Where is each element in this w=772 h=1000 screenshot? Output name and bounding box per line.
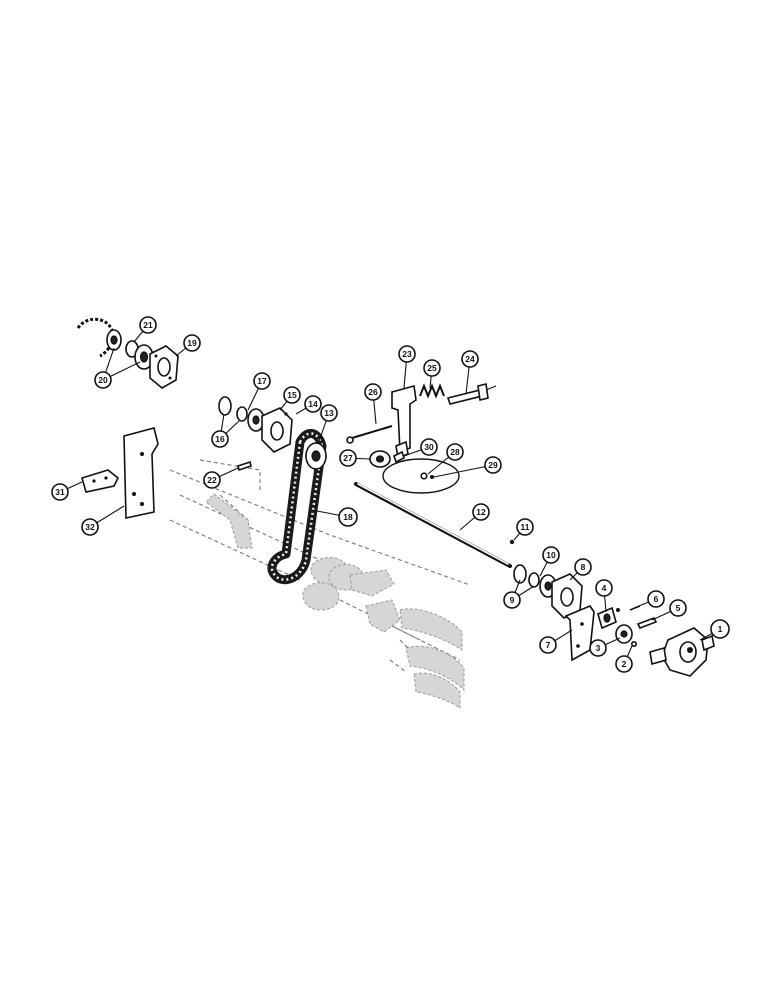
- pin-22: [237, 460, 252, 472]
- svg-text:4: 4: [602, 583, 607, 593]
- detail-circle: [382, 458, 460, 494]
- svg-text:8: 8: [581, 562, 586, 572]
- callout-19: 19: [183, 334, 201, 352]
- callout-5: 5: [669, 599, 687, 617]
- svg-text:6: 6: [654, 594, 659, 604]
- washer-30: [393, 450, 405, 464]
- svg-text:28: 28: [450, 447, 460, 457]
- callout-29: 29: [484, 456, 502, 474]
- callout-11: 11: [516, 518, 534, 536]
- callout-27: 27: [339, 449, 357, 467]
- callout-2: 2: [615, 655, 633, 673]
- svg-text:25: 25: [427, 363, 437, 373]
- svg-text:29: 29: [488, 460, 498, 470]
- svg-text:23: 23: [402, 349, 412, 359]
- bolt-24: [446, 389, 484, 405]
- svg-text:3: 3: [596, 643, 601, 653]
- cotter-pin-26: [351, 425, 393, 439]
- svg-text:5: 5: [676, 603, 681, 613]
- svg-text:32: 32: [85, 522, 95, 532]
- key-5: [636, 616, 658, 630]
- callout-12: 12: [472, 503, 490, 521]
- svg-text:31: 31: [55, 487, 65, 497]
- callout-4: 4: [595, 579, 613, 597]
- svg-text:30: 30: [424, 442, 434, 452]
- callout-10: 10: [542, 546, 560, 564]
- side-shield: [123, 427, 159, 519]
- compression-spring: [419, 383, 445, 399]
- callout-1: 1: [710, 619, 730, 639]
- svg-text:12: 12: [476, 507, 486, 517]
- svg-text:21: 21: [143, 320, 153, 330]
- callout-21: 21: [139, 316, 157, 334]
- callout-22: 22: [203, 471, 221, 489]
- chain-and-bearing-group: [76, 317, 179, 389]
- phantom-machine-frame: [169, 459, 471, 709]
- svg-text:7: 7: [546, 640, 551, 650]
- svg-text:9: 9: [510, 595, 515, 605]
- bracket-31: [81, 469, 120, 493]
- callout-23: 23: [398, 345, 416, 363]
- drive-belt-assembly: [267, 429, 327, 585]
- callout-28: 28: [446, 443, 464, 461]
- main-shaft: [354, 482, 515, 568]
- callout-6: 6: [647, 590, 665, 608]
- svg-text:16: 16: [215, 434, 225, 444]
- callout-17: 17: [253, 372, 271, 390]
- callout-32: 32: [81, 518, 99, 536]
- svg-text:2: 2: [622, 659, 627, 669]
- callout-20: 20: [94, 371, 112, 389]
- svg-text:13: 13: [324, 408, 334, 418]
- callout-24: 24: [461, 350, 479, 368]
- side-shield-group: [81, 427, 252, 519]
- svg-text:10: 10: [546, 550, 556, 560]
- idler-bearing-group: [218, 396, 293, 453]
- callout-15: 15: [283, 386, 301, 404]
- callout-9: 9: [503, 591, 521, 609]
- svg-text:11: 11: [521, 522, 530, 532]
- callout-26: 26: [364, 383, 382, 401]
- callout-14: 14: [304, 395, 322, 413]
- callout-16: 16: [211, 430, 229, 448]
- svg-text:15: 15: [287, 390, 297, 400]
- svg-text:18: 18: [343, 512, 353, 522]
- svg-text:14: 14: [308, 399, 318, 409]
- svg-text:26: 26: [368, 387, 378, 397]
- callout-18: 18: [338, 507, 358, 527]
- callout-31: 31: [51, 483, 69, 501]
- callout-13: 13: [320, 404, 338, 422]
- callout-8: 8: [574, 558, 592, 576]
- svg-text:24: 24: [465, 354, 475, 364]
- callout-25: 25: [423, 359, 441, 377]
- shaft-bearing-group: [513, 564, 595, 662]
- svg-text:20: 20: [98, 375, 108, 385]
- gearbox-group: [597, 605, 715, 677]
- svg-text:19: 19: [187, 338, 197, 348]
- callout-7: 7: [539, 636, 557, 654]
- callout-30: 30: [420, 438, 438, 456]
- svg-text:17: 17: [257, 376, 267, 386]
- svg-text:22: 22: [207, 475, 217, 485]
- mounting-bracket-7: [564, 605, 595, 662]
- callout-3: 3: [589, 639, 607, 657]
- tension-arm-group: [346, 383, 497, 494]
- svg-text:27: 27: [343, 453, 353, 463]
- tension-arm: [391, 384, 417, 454]
- svg-text:1: 1: [718, 624, 723, 634]
